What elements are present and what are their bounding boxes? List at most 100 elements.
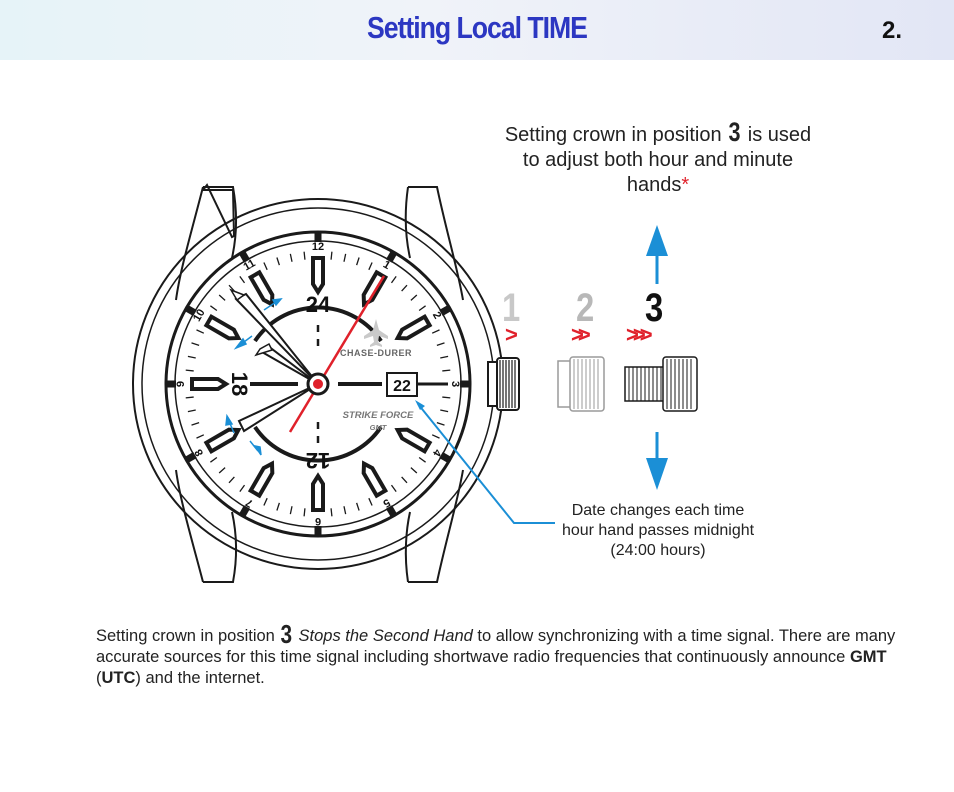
minute-tick: [368, 262, 373, 271]
date-window: [386, 372, 418, 397]
bezel-marker: [238, 250, 251, 263]
hand-hub-center: [313, 379, 323, 389]
crown-position-2: [557, 356, 605, 412]
minute-tick: [191, 342, 200, 346]
rotation-direction-arrows: [646, 225, 668, 490]
minute-tick: [239, 484, 246, 492]
dial-24-label: 24: [306, 292, 331, 317]
minute-tick: [228, 476, 235, 484]
minute-tick: [401, 476, 408, 484]
minute-tick: [410, 294, 418, 301]
minute-tick: [436, 422, 445, 426]
minute-tick: [418, 456, 426, 463]
dial-numeral: 3: [449, 381, 461, 387]
minute-tick: [431, 434, 440, 439]
minute-tick: [263, 262, 268, 271]
dial-numeral: 7: [244, 496, 255, 509]
minute-tick: [343, 506, 347, 515]
minute-tick: [330, 251, 333, 260]
minute-tick: [196, 329, 205, 334]
body-ending: ) and the internet.: [135, 669, 265, 687]
crown-position-2-label: 2: [576, 286, 595, 330]
body-prefix: Setting crown in position: [96, 627, 275, 645]
minute-tick: [196, 434, 205, 439]
crown-position-1-label: 1: [502, 286, 521, 330]
minute-tick: [276, 502, 280, 511]
dial-numeral: 2: [430, 310, 443, 321]
bezel-marker: [385, 505, 398, 518]
minute-tick: [187, 409, 196, 413]
minute-ticks: [185, 251, 451, 517]
dial-numeral: 9: [175, 381, 187, 387]
page-number: 2.: [882, 17, 903, 44]
dial-numeral: 6: [315, 515, 321, 527]
bezel-marker: [184, 451, 197, 464]
hour-baton: [394, 313, 433, 341]
minute-tick: [442, 369, 451, 372]
minute-tick: [356, 257, 360, 266]
minute-tick: [436, 342, 445, 346]
chevron-double-icon: >>: [571, 322, 591, 347]
minute-tick: [228, 284, 235, 292]
bezel-marker: [166, 380, 176, 388]
bezel-marker: [385, 250, 398, 263]
body-line2: There are many accurate sources for this…: [96, 627, 896, 666]
minute-tick: [303, 251, 306, 260]
hour-baton: [311, 472, 325, 512]
date-leader-line: [417, 403, 555, 524]
hour-baton: [361, 269, 389, 308]
callout-position-number: 3: [728, 117, 741, 147]
minute-tick: [187, 355, 196, 359]
minute-tick: [263, 497, 268, 506]
model-label: STRIKE FORCE: [343, 410, 414, 421]
hour-baton: [311, 256, 325, 296]
minute-tick: [289, 253, 293, 262]
page-title: Setting Local TIME: [367, 10, 588, 45]
header-bar: Setting Local TIME 2.: [0, 0, 954, 60]
date-leader-arrowhead: [415, 400, 425, 410]
body-position-number: 3: [280, 619, 293, 649]
dial-index-lines: [250, 325, 448, 443]
minute-tick: [431, 329, 440, 334]
minute-tick: [356, 502, 360, 511]
bezel-marker: [314, 526, 322, 536]
dial-numeral: 12: [312, 241, 324, 253]
watch-crown: [487, 357, 520, 411]
minute-tick: [210, 456, 218, 463]
minute-tick: [185, 369, 194, 372]
minute-tick: [368, 497, 373, 506]
minute-tick: [218, 467, 226, 474]
brand-label: CHASE-DURER: [340, 348, 412, 358]
hand-rotation-arrows: [225, 298, 283, 456]
hour-baton: [247, 269, 275, 308]
body-utc: UTC: [101, 669, 136, 687]
hour-baton: [190, 377, 230, 391]
chevron-triple-icon: >>>: [626, 322, 652, 347]
body-gmt: GMT: [849, 648, 887, 666]
minute-tick: [401, 284, 408, 292]
chevron-single-icon: >: [505, 322, 518, 347]
dial-numeral: 10: [191, 307, 208, 324]
dial-numeral: 4: [429, 447, 443, 459]
minute-tick: [191, 422, 200, 426]
dial-numeral: 11: [241, 257, 257, 273]
minute-hand: [229, 288, 319, 385]
bezel-marker: [238, 505, 251, 518]
bezel-marker: [439, 304, 452, 317]
body-line1-suffix: to allow synchronizing with a time signa…: [477, 627, 775, 645]
body-stops-emphasis: Stops the Second Hand: [298, 627, 473, 645]
minute-tick: [442, 396, 451, 399]
crown-position-3-callout: Setting crown in position 3 is used to a…: [498, 117, 818, 198]
minute-tick: [239, 276, 246, 284]
minute-tick: [276, 257, 280, 266]
minute-tick: [218, 294, 226, 301]
hour-hand: [237, 383, 319, 433]
minute-tick: [330, 508, 333, 517]
minute-tick: [303, 508, 306, 517]
minute-tick: [440, 409, 449, 413]
dial-numeral: 5: [381, 496, 392, 509]
dial-numeral: 8: [193, 447, 206, 458]
body-paren: (: [96, 669, 102, 687]
hour-baton: [247, 460, 275, 499]
